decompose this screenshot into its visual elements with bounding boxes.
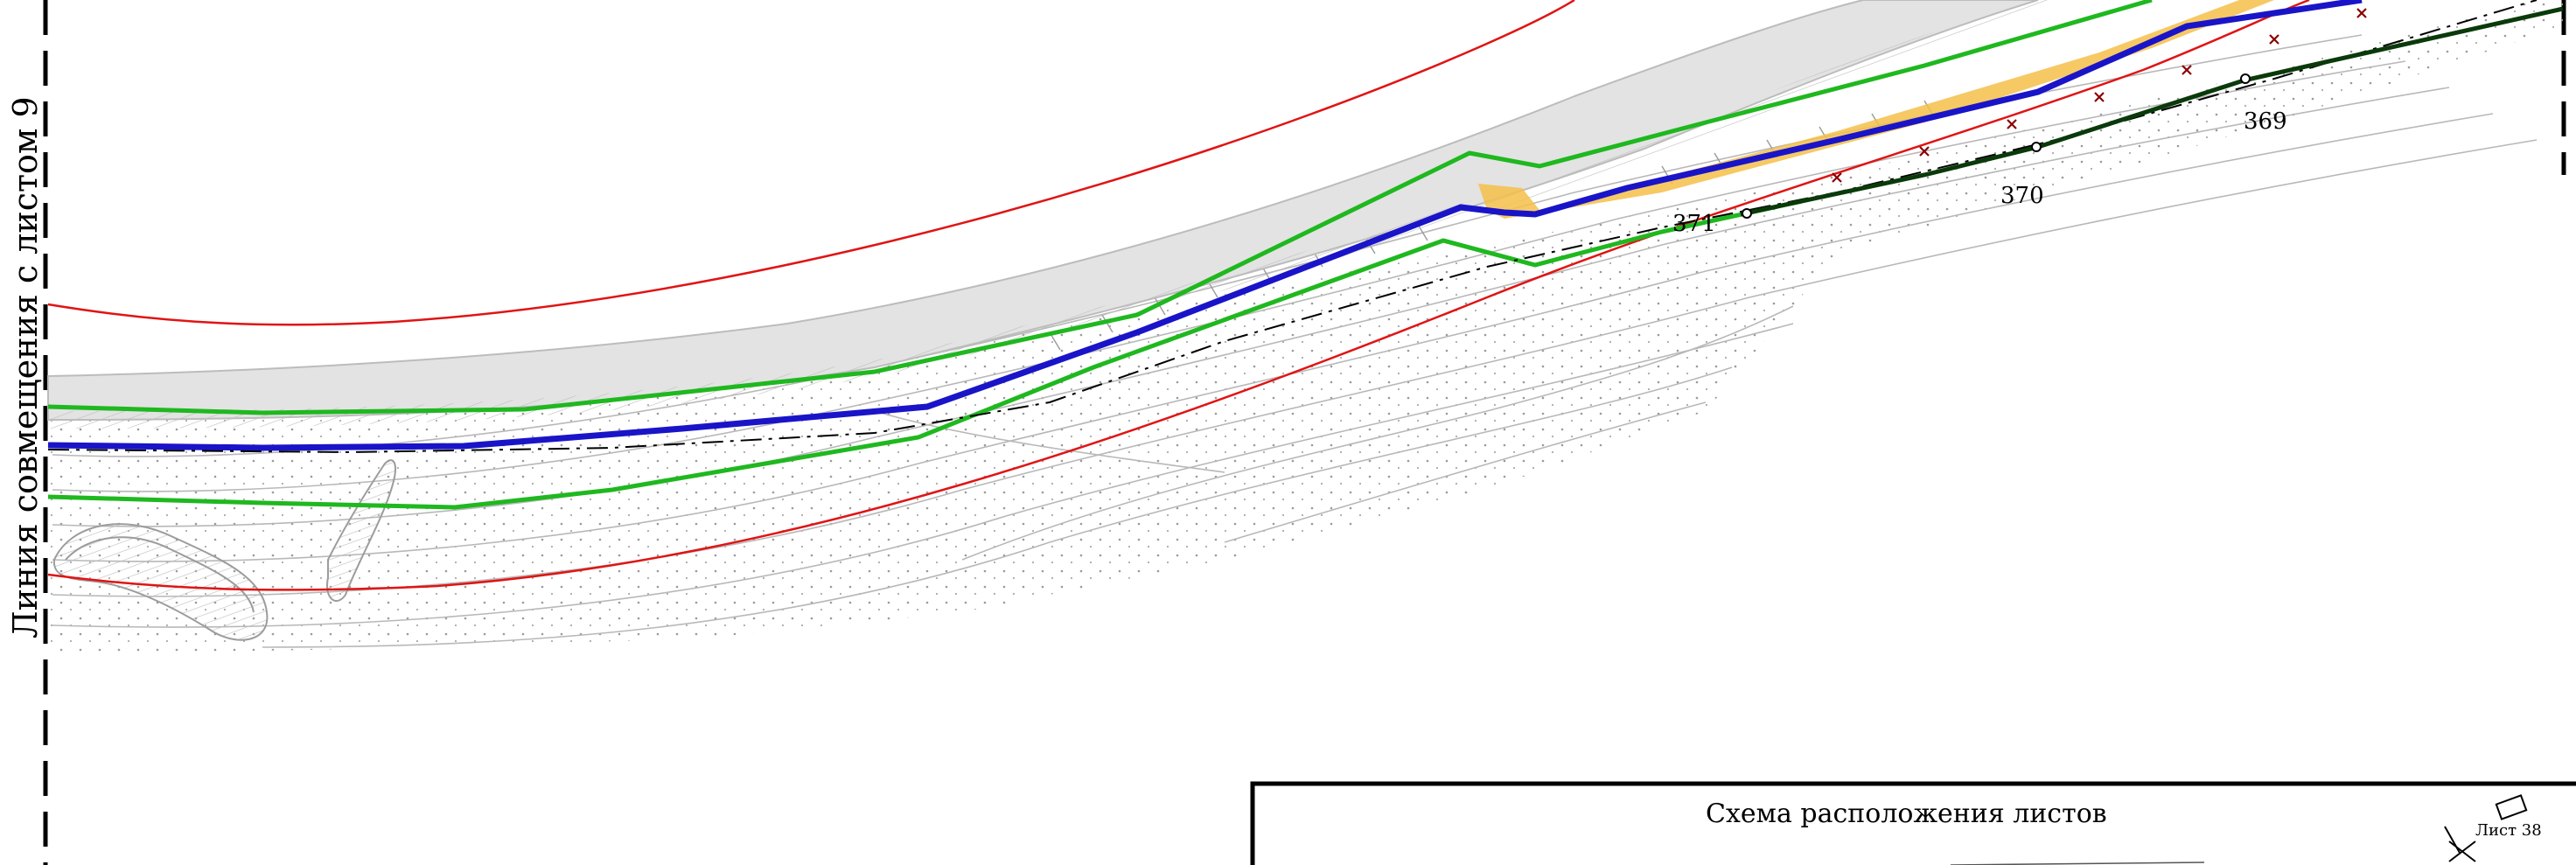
terrain-contours bbox=[52, 34, 2538, 648]
picket-markers bbox=[1742, 73, 2251, 219]
sheet-38-label: Лист 38 bbox=[2475, 821, 2542, 840]
design-road-axis-blue bbox=[47, 0, 2363, 451]
embankment-fill bbox=[1478, 0, 2274, 219]
sheet-layout-scheme: Схема расположения листов Лист 38 bbox=[1250, 781, 2576, 865]
picket-label-371: 371 bbox=[1672, 211, 1716, 237]
north-arrow-icon bbox=[2444, 826, 2476, 862]
excavation-pit-left bbox=[52, 523, 269, 641]
right-of-way-line-upper-green bbox=[47, 0, 2153, 415]
picket-label-369: 369 bbox=[2244, 108, 2287, 135]
scheme-frame bbox=[1250, 781, 2576, 865]
boundary-line-lower-red bbox=[47, 0, 2310, 591]
match-line-label: Линия совмещения с листом 9 bbox=[6, 96, 45, 638]
sheet-38-marker bbox=[2495, 794, 2528, 820]
excavation-pit-right bbox=[326, 459, 396, 602]
boundary-x-markers bbox=[1832, 8, 2367, 183]
picket-label-370: 370 bbox=[2000, 183, 2044, 209]
right-of-way-line-lower-green bbox=[47, 199, 1803, 510]
scheme-title: Схема расположения листов bbox=[1706, 799, 2107, 829]
terrain-area bbox=[48, 0, 2563, 652]
boundary-line-upper-red bbox=[47, 0, 1575, 326]
